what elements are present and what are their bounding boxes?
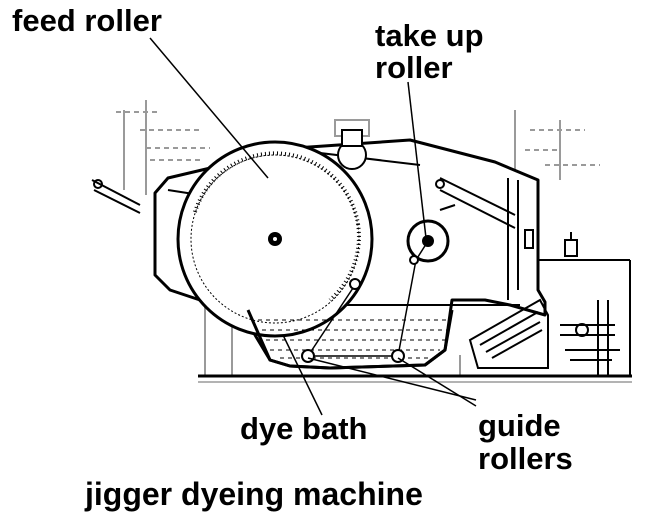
label-guide-line2: rollers (478, 441, 573, 476)
leader-lines (149, 37, 477, 416)
fabric-path (307, 240, 429, 357)
feed-roller-drum (176, 140, 374, 338)
label-take-up-line1: take up (375, 18, 484, 53)
label-feed-roller: feed roller (12, 3, 162, 38)
leader-dye-bath (282, 334, 323, 416)
label-dye-bath: dye bath (240, 411, 368, 446)
top-fitting (337, 129, 367, 170)
overflow-box (468, 298, 549, 369)
right-arm (435, 177, 631, 375)
diagram-caption: jigger dyeing machine (85, 476, 423, 512)
label-take-up-line2: roller (375, 50, 453, 85)
right-piping (560, 300, 620, 375)
leader-guide-1 (307, 357, 477, 401)
left-bracket (91, 179, 141, 214)
leader-take-up-roller (407, 81, 427, 239)
leader-feed-roller (149, 37, 269, 179)
leader-guide-2 (397, 357, 477, 407)
label-guide-line1: guide (478, 408, 561, 443)
